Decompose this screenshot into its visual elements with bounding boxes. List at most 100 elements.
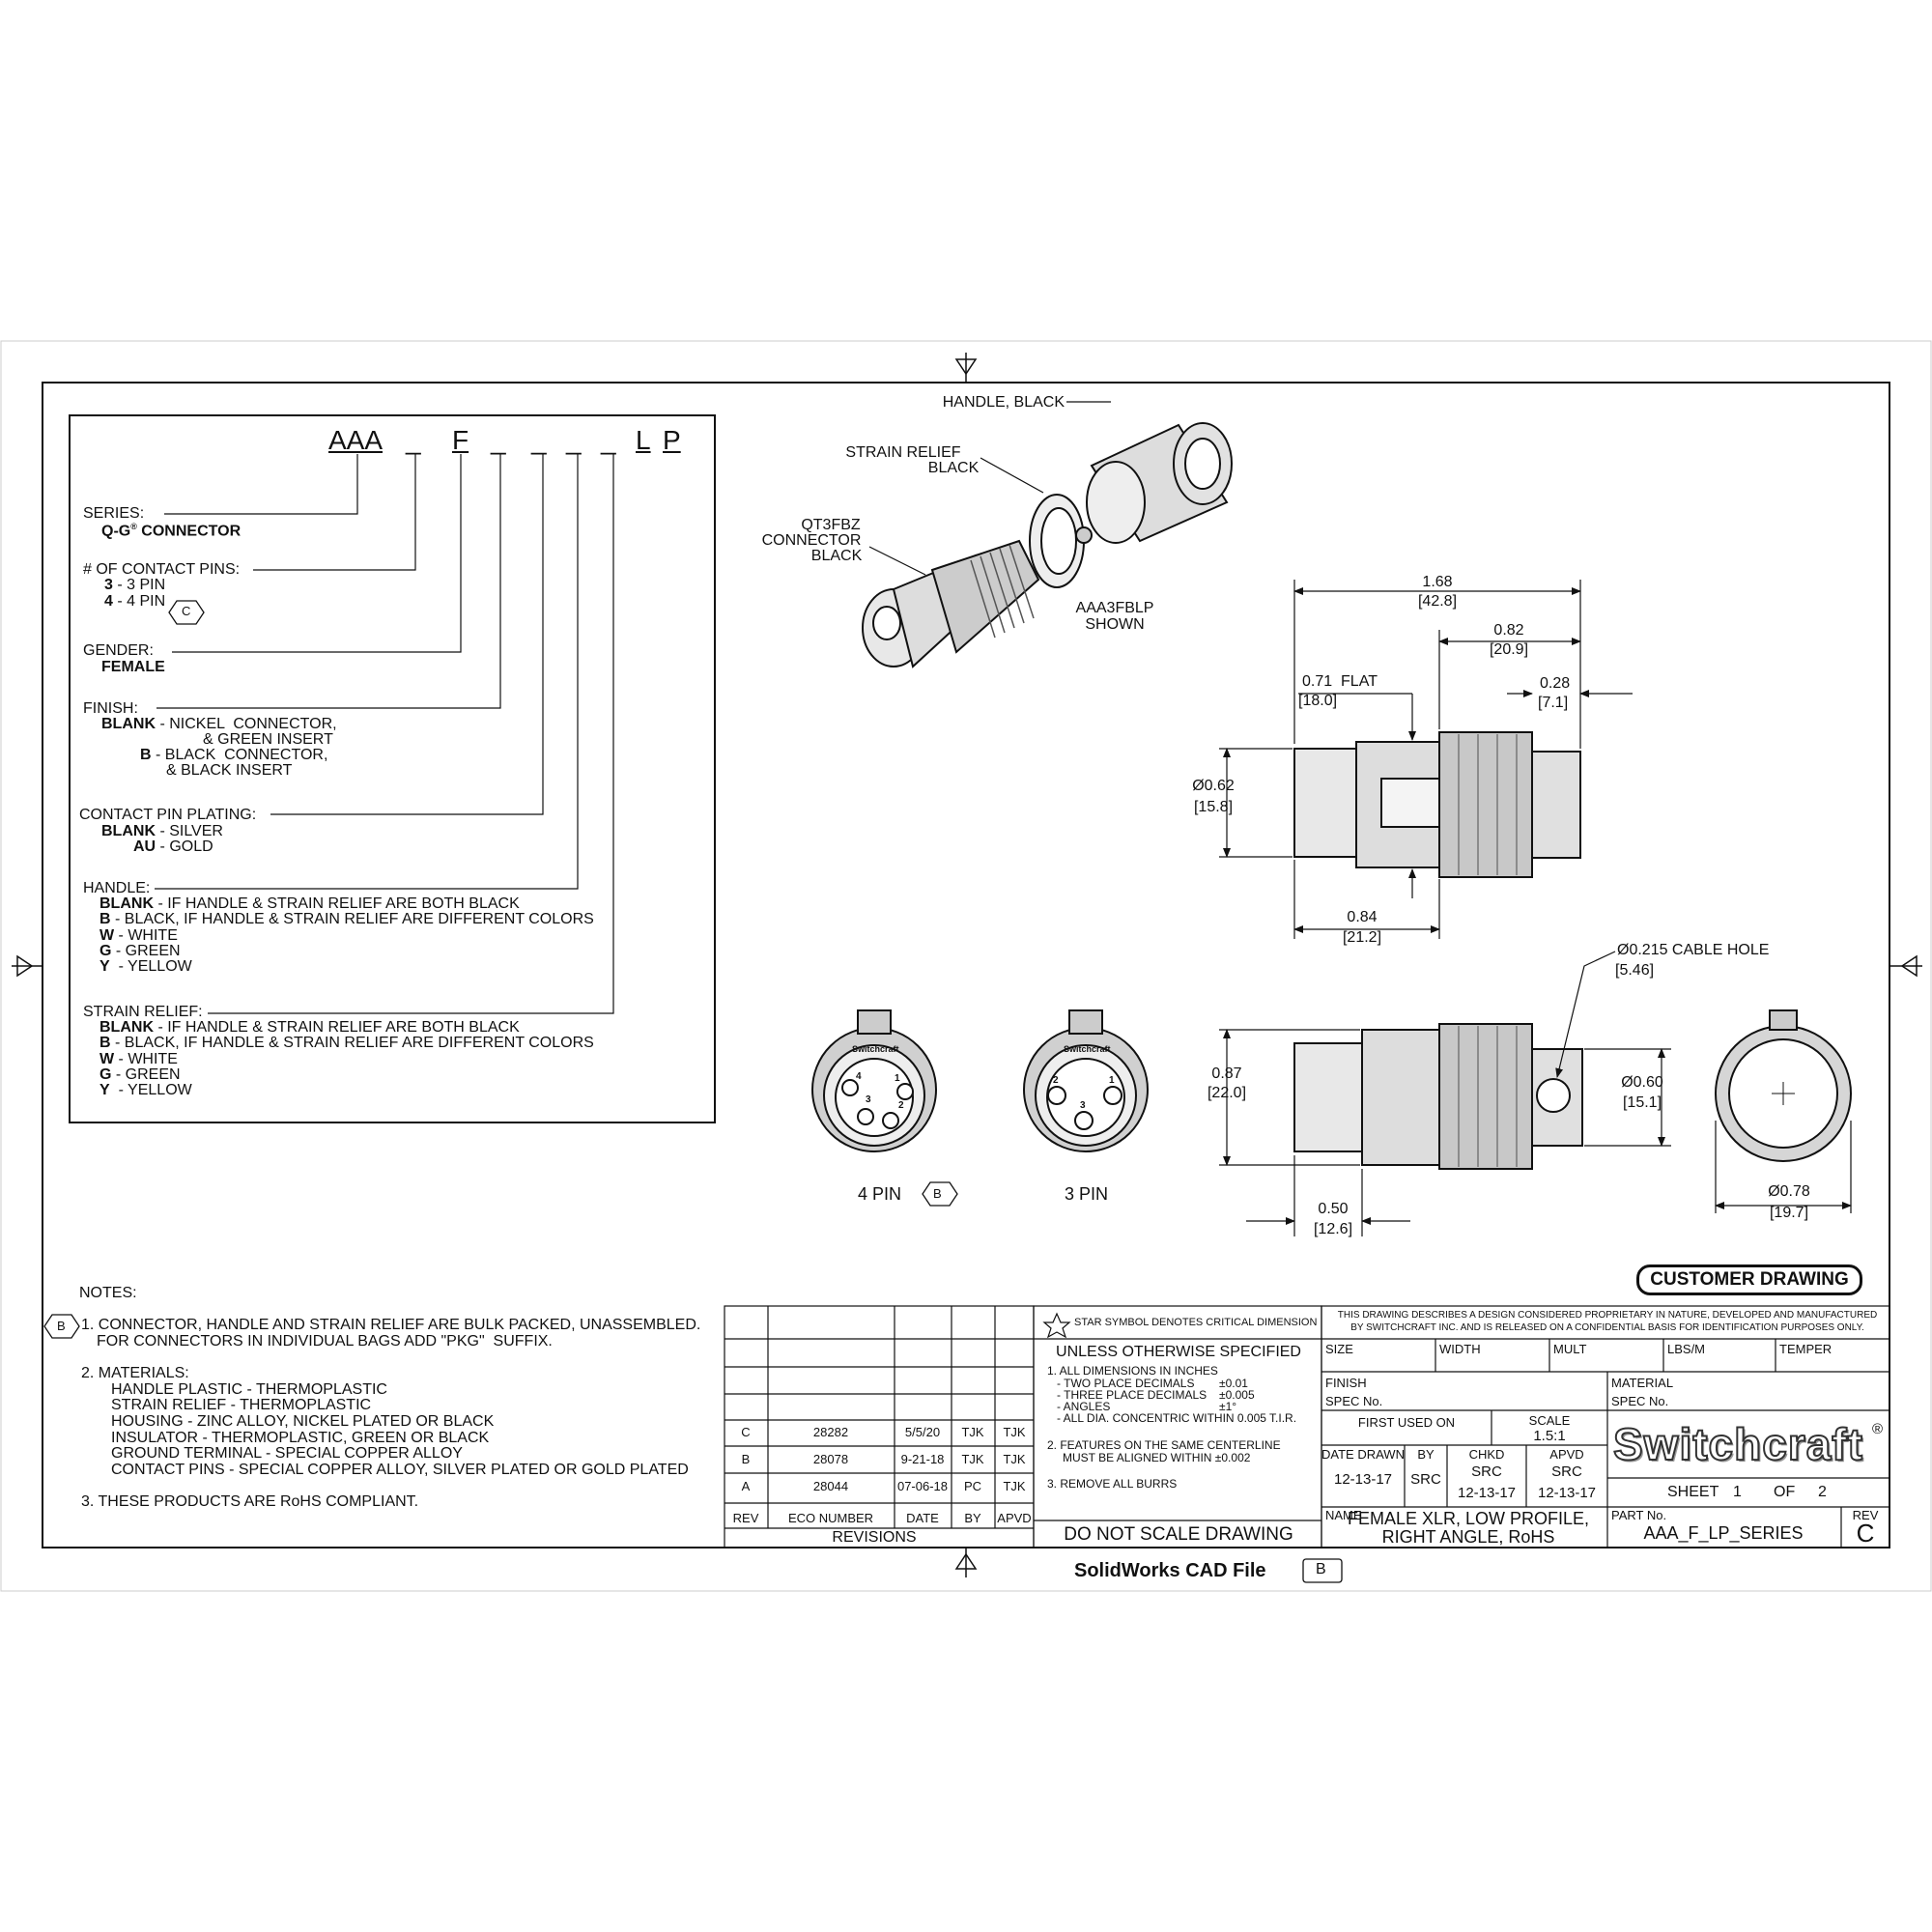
strain-text: - WHITE [114,1051,178,1067]
strain-text: - GREEN [111,1066,181,1083]
strain-item: Y - YELLOW [99,1082,192,1099]
sheet-outer-border [0,340,1932,1592]
iso-strain-relief [1029,494,1093,588]
strain-code: BLANK [99,1019,154,1036]
apvd-date: 12-13-17 [1537,1485,1597,1501]
sheet-value: 1 [1733,1484,1742,1500]
label-connector-2: CONNECTOR [761,532,862,549]
tol-line: MUST BE ALIGNED WITHIN ±0.002 [1063,1451,1251,1464]
label-connector-3: BLACK [810,548,863,564]
code-l: L [636,425,651,455]
of-label: OF [1774,1484,1796,1500]
material-line: INSULATOR - THERMOPLASTIC, GREEN OR BLAC… [111,1430,490,1446]
dim-front-mm: [12.6] [1313,1221,1353,1237]
revisions-grid [724,1305,1035,1548]
code-plating: _ [531,425,547,455]
notes-rev-mark: B [57,1319,66,1333]
finish-label: FINISH [1325,1376,1367,1390]
end-view-dims [1715,1121,1852,1213]
disclaimer-2: BY SWITCHCRAFT INC. AND IS RELEASED ON A… [1350,1322,1864,1333]
dim-hdia: Ø0.60 [1621,1074,1663,1091]
date-header: DATE [906,1511,939,1525]
dim-cable: Ø0.215 CABLE HOLE [1617,942,1770,958]
apvd-label: APVD [1549,1447,1584,1462]
sheet-label: SHEET [1667,1484,1719,1500]
handle-item: G - GREEN [99,943,181,960]
end-view [1715,1009,1852,1162]
rev-cell: A [741,1479,751,1493]
scale-label: SCALE [1528,1413,1571,1428]
pins-4-text: - 4 PIN [112,593,166,610]
dim-end-mm: [19.7] [1769,1205,1809,1221]
name-line-1: FEMALE XLR, LOW PROFILE, [1347,1509,1590,1528]
tol-value: ±0.005 [1219,1388,1255,1402]
cad-file-rev: B [1316,1561,1326,1577]
size-label: SIZE [1325,1342,1353,1356]
plating-au-code: AU [133,838,156,855]
handle-item: W - WHITE [99,927,178,945]
material-label: MATERIAL [1611,1376,1674,1390]
dim-handle-mm: [20.9] [1489,641,1529,658]
apvd-cell: TJK [1003,1479,1026,1493]
tol-line: 2. FEATURES ON THE SAME CENTERLINE [1047,1438,1281,1452]
zone-marks [12,353,1922,1577]
brand-reg: ® [1872,1421,1884,1437]
disclaimer: THIS DRAWING DESCRIBES A DESIGN CONSIDER… [1337,1310,1878,1321]
plating-au: AU - GOLD [133,838,213,856]
tolerance-grid [1033,1305,1322,1548]
handle-text: - BLACK, IF HANDLE & STRAIN RELIEF ARE D… [110,911,594,927]
dim-dia-mm: [15.8] [1193,799,1234,815]
rev-cell: C [741,1425,751,1439]
pins-3-code: 3 [104,577,113,593]
plating-blank-text: - SILVER [156,823,223,839]
strain-item: G - GREEN [99,1066,181,1084]
cad-file-label: SolidWorks CAD File [1074,1560,1266,1581]
strain-label: STRAIN RELIEF: [83,1004,203,1020]
face3-pin-label: 3 [1080,1100,1086,1111]
dim-hdia-mm: [15.1] [1622,1094,1662,1111]
gender-value: FEMALE [101,659,165,675]
face4-pin-label: 4 [856,1071,862,1082]
date-cell: 5/5/20 [904,1425,941,1439]
by-value: SRC [1410,1471,1441,1488]
handle-item: Y - YELLOW [99,958,192,976]
label-shown-2: SHOWN [1085,616,1145,633]
tol-line: - TWO PLACE DECIMALS [1057,1377,1195,1390]
date-cell: 07-06-18 [896,1479,949,1493]
by-label: BY [1417,1447,1435,1462]
series-value: Q-G® CONNECTOR [101,522,241,540]
sheet-border [42,382,1890,1548]
label-strain-relief: STRAIN RELIEF [845,444,961,461]
scale-value: 1.5:1 [1533,1428,1566,1444]
chkd-date: 12-13-17 [1457,1485,1517,1501]
handle-item: BLANK - IF HANDLE & STRAIN RELIEF ARE BO… [99,895,520,913]
switchcraft-logo: Switchcraft [1612,1418,1863,1470]
by-cell: TJK [961,1425,984,1439]
side-view-top [1293,731,1581,878]
note-1b: FOR CONNECTORS IN INDIVIDUAL BAGS ADD "P… [97,1333,553,1350]
face3-brand: Switchcraft [1064,1044,1111,1054]
plating-label: CONTACT PIN PLATING: [79,807,257,823]
dim-end: Ø0.78 [1768,1183,1810,1200]
date-drawn-label: DATE DRAWN [1321,1447,1405,1462]
tol-line: 1. ALL DIMENSIONS IN INCHES [1047,1364,1218,1378]
part-number: AAA_F_LP_SERIES [1643,1523,1804,1543]
apvd-cell: TJK [1003,1452,1026,1466]
chkd-value: SRC [1471,1463,1502,1480]
dim-dia: Ø0.62 [1192,778,1235,794]
finish-b-code: B [140,747,152,763]
date-cell: 9-21-18 [900,1452,945,1466]
dim-flat: 0.71 FLAT [1302,673,1378,690]
face3-pin-label: 2 [1053,1075,1059,1086]
first-used-label: FIRST USED ON [1357,1415,1456,1430]
name-line-2: RIGHT ANGLE, RoHS [1381,1527,1555,1547]
face4-pin-label: 2 [898,1100,904,1111]
handle-text: - WHITE [114,927,178,944]
handle-code: Y [99,958,110,975]
pins-3-text: - 3 PIN [112,577,166,593]
finish-label: FINISH: [83,700,138,717]
label-4pin: 4 PIN [858,1184,902,1204]
part-label: PART No. [1611,1508,1667,1522]
strain-item: W - WHITE [99,1051,178,1068]
handle-code: B [99,911,111,927]
